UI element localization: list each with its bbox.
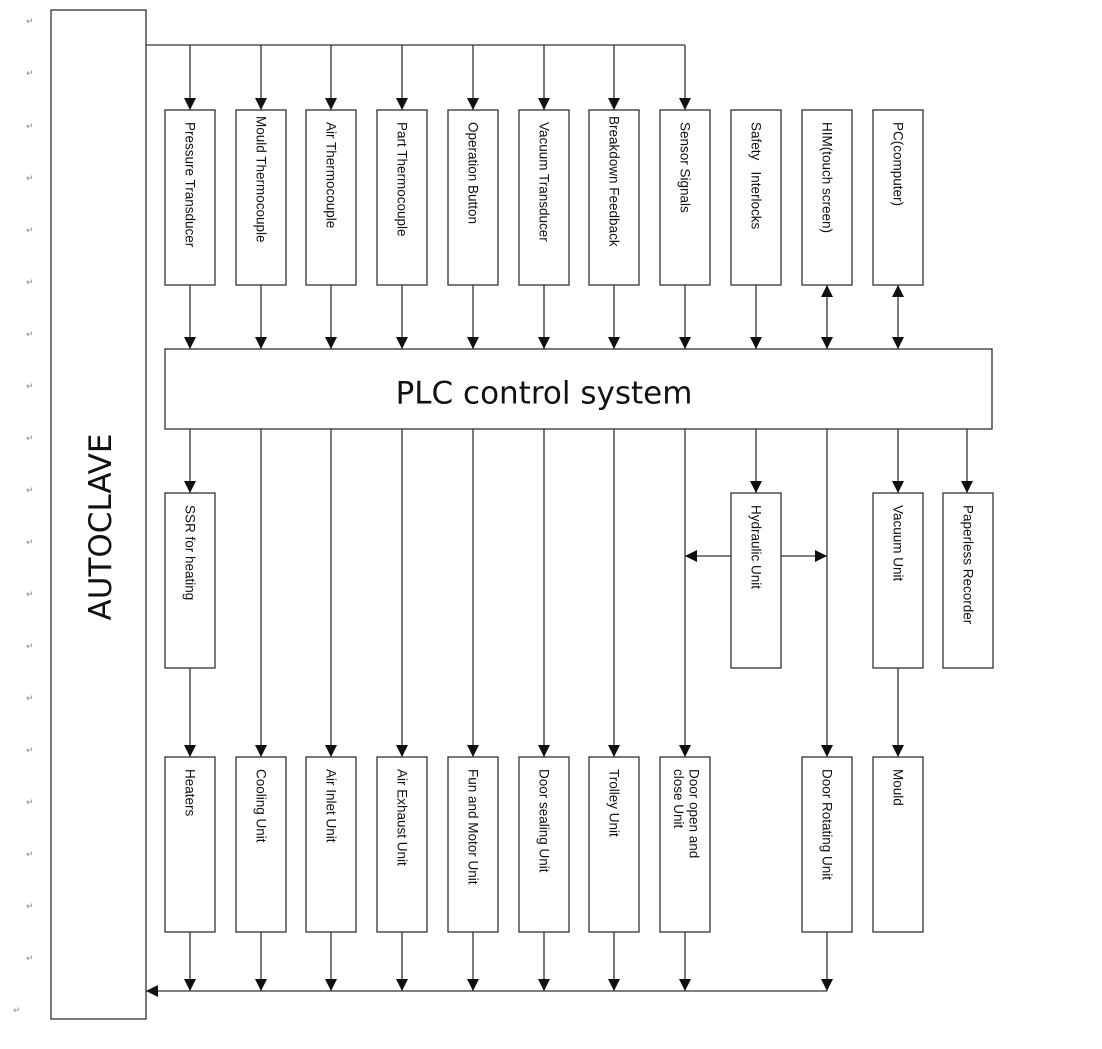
svg-text:Trolley Unit: Trolley Unit <box>606 769 621 837</box>
paragraph-mark: ↵ <box>26 278 34 288</box>
svg-text:Door open and close Unit: Door open and close Unit <box>671 769 702 862</box>
paragraph-mark: ↵ <box>26 486 34 496</box>
input-operation-button: Operation Button <box>447 109 499 286</box>
output-door-open-and-close-unit: Door open and close Unit <box>659 756 711 933</box>
input-pressure-transducer: Pressure Transducer <box>164 109 216 286</box>
svg-text:Breakdown Feedback: Breakdown Feedback <box>606 116 621 247</box>
svg-text:Mould: Mould <box>890 769 905 806</box>
unit-hydraulic: Hydraulic Unit <box>730 492 782 669</box>
unit-paperless-recorder: Paperless Recorder <box>942 492 994 669</box>
paragraph-mark: ↵ <box>26 902 34 912</box>
paragraph-mark: ↵ <box>26 798 34 808</box>
paragraph-mark: ↵ <box>26 746 34 756</box>
svg-text:Pressure Transducer: Pressure Transducer <box>182 122 197 248</box>
paragraph-mark: ↵ <box>26 174 34 184</box>
paragraph-mark: ↵ <box>26 434 34 444</box>
paragraph-mark: ↵ <box>26 538 34 548</box>
paragraph-marks: ↵ ↵ ↵ ↵ ↵ ↵ ↵ ↵ ↵ ↵ ↵ ↵ ↵ ↵ ↵ ↵ ↵ ↵ ↵ ↵ <box>13 17 34 1016</box>
unit-vacuum: Vacuum Unit <box>872 492 924 669</box>
paragraph-mark: ↵ <box>26 382 34 392</box>
svg-text:Heaters: Heaters <box>182 769 197 817</box>
svg-text:Fun and Motor Unit: Fun and Motor Unit <box>465 769 480 885</box>
input-mould-thermocouple: Mould Thermocouple <box>235 109 287 286</box>
paragraph-mark: ↵ <box>26 17 34 27</box>
svg-text:Air Exhaust Unit: Air Exhaust Unit <box>394 769 409 866</box>
autoclave-label: AUTOCLAVE <box>83 434 119 621</box>
input-safety-interlocks: Safety Interlocks <box>730 109 782 286</box>
paragraph-mark: ↵ <box>26 850 34 860</box>
svg-text:Door sealing Unit: Door sealing Unit <box>536 769 551 873</box>
input-air-thermocouple: Air Thermocouple <box>305 109 357 286</box>
svg-text:Vacuum Unit: Vacuum Unit <box>890 505 905 582</box>
input-pc-computer: PC(computer) <box>872 109 924 286</box>
paragraph-mark: ↵ <box>26 330 34 340</box>
paragraph-mark: ↵ <box>26 226 34 236</box>
paragraph-mark: ↵ <box>26 954 34 964</box>
output-air-inlet-unit: Air Inlet Unit <box>305 756 357 933</box>
output-mould: Mould <box>872 756 924 933</box>
paragraph-mark: ↵ <box>26 122 34 132</box>
svg-text:Mould Thermocouple: Mould Thermocouple <box>253 116 268 243</box>
svg-text:Cooling Unit: Cooling Unit <box>253 769 268 843</box>
input-vacuum-transducer: Vacuum Transducer <box>518 109 570 286</box>
plc-box <box>164 348 993 430</box>
output-door-rotating-unit: Door Rotating Unit <box>801 756 853 933</box>
input-part-thermocouple: Part Thermocouple <box>376 109 428 286</box>
output-heaters: Heaters <box>164 756 216 933</box>
output-door-sealing-unit: Door sealing Unit <box>518 756 570 933</box>
output-trolley-unit: Trolley Unit <box>588 756 640 933</box>
svg-text:PC(computer): PC(computer) <box>890 122 905 206</box>
svg-text:Part Thermocouple: Part Thermocouple <box>394 122 409 237</box>
output-air-exhaust-unit: Air Exhaust Unit <box>376 756 428 933</box>
svg-text:Hydraulic Unit: Hydraulic Unit <box>748 505 763 589</box>
svg-text:Sensor Signals: Sensor Signals <box>677 122 692 213</box>
svg-text:Air Thermocouple: Air Thermocouple <box>323 122 338 228</box>
paragraph-mark: ↵ <box>26 590 34 600</box>
paragraph-mark: ↵ <box>26 694 34 704</box>
unit-ssr-for-heating: SSR for heating <box>164 492 216 669</box>
output-fun-and-motor-unit: Fun and Motor Unit <box>447 756 499 933</box>
svg-text:Air Inlet Unit: Air Inlet Unit <box>323 769 338 843</box>
svg-text:HIM(touch screen): HIM(touch screen) <box>819 122 834 233</box>
autoclave-box <box>50 9 147 1020</box>
svg-text:Safety Interlocks: Safety Interlocks <box>748 122 763 230</box>
svg-text:SSR for heating: SSR for heating <box>182 505 197 600</box>
paragraph-mark: ↵ <box>26 69 34 79</box>
input-breakdown-feedback: Breakdown Feedback <box>588 109 640 286</box>
svg-text:Operation Button: Operation Button <box>465 122 480 224</box>
plc-label: PLC control system <box>396 376 693 412</box>
svg-text:Paperless Recorder: Paperless Recorder <box>960 505 975 625</box>
paragraph-mark: ↵ <box>13 1006 21 1016</box>
input-sensor-signals: Sensor Signals <box>659 109 711 286</box>
svg-text:Vacuum Transducer: Vacuum Transducer <box>536 122 551 242</box>
input-him-touch-screen: HIM(touch screen) <box>801 109 853 286</box>
output-cooling-unit: Cooling Unit <box>235 756 287 933</box>
svg-text:Door Rotating Unit: Door Rotating Unit <box>819 769 834 880</box>
paragraph-mark: ↵ <box>26 642 34 652</box>
